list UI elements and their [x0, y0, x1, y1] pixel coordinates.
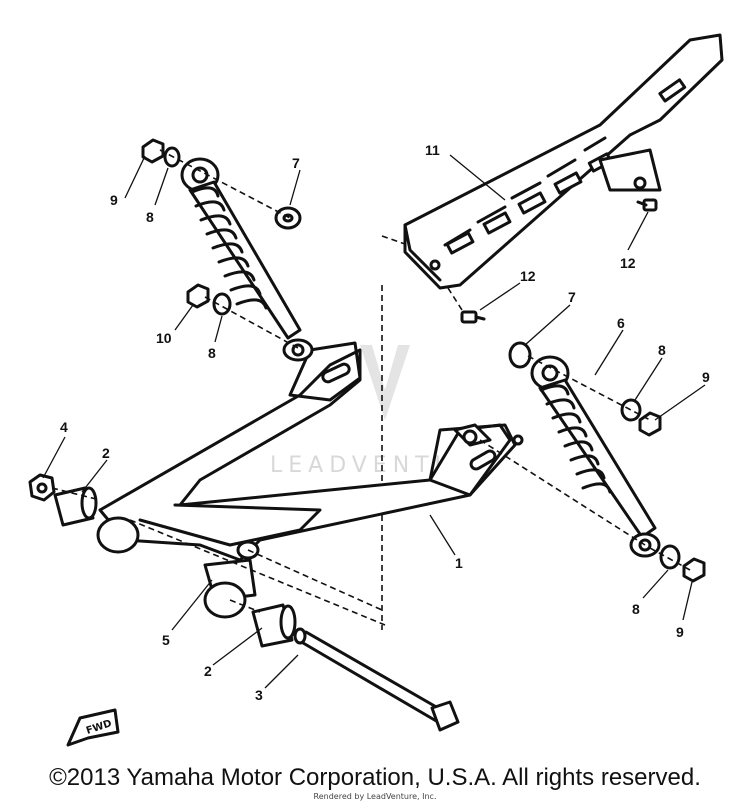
fwd-arrow-icon: FWD: [66, 708, 120, 747]
callout-3: 3: [255, 687, 263, 703]
chain-case: [403, 33, 724, 290]
callout-11: 11: [425, 142, 440, 158]
shock-left: [180, 157, 314, 362]
nut-9-right: [638, 411, 662, 437]
washer-7-top-left: [274, 206, 302, 230]
callout-6: 6: [617, 315, 625, 331]
nut-4: [28, 473, 56, 502]
bolt-12-top: [636, 198, 658, 212]
callout-9-right: 9: [702, 369, 710, 385]
guide-line-top: [381, 235, 406, 245]
nut-9-top-left: [141, 138, 165, 164]
callout-9-top-left: 9: [110, 192, 118, 208]
callout-12-top: 12: [620, 255, 636, 271]
callout-1: 1: [455, 555, 463, 571]
washer-8-bottom-right: [659, 544, 681, 570]
copyright-notice: ©2013 Yamaha Motor Corporation, U.S.A. A…: [49, 764, 701, 791]
callout-4: 4: [60, 419, 68, 435]
pivot-shaft: [293, 627, 460, 732]
callout-7-left: 7: [292, 155, 300, 171]
callout-7-right: 7: [568, 289, 576, 305]
callout-8-mid-left: 8: [208, 345, 216, 361]
callout-12-bottom: 12: [520, 268, 536, 284]
bushing-2-left: [53, 486, 98, 527]
shock-right: [530, 355, 661, 558]
swing-arm: [96, 341, 524, 619]
callout-2-bottom: 2: [204, 663, 212, 679]
callout-8-right: 8: [658, 342, 666, 358]
washer-7-right: [508, 341, 532, 369]
leaders: [42, 154, 706, 689]
assembly-lines: [51, 149, 691, 626]
callout-8-bottom-right: 8: [632, 601, 640, 617]
callout-10: 10: [156, 330, 172, 346]
nut-9-bottom-right: [682, 557, 706, 583]
callout-8-top-left: 8: [146, 209, 154, 225]
bushing-2-bottom: [251, 603, 297, 648]
washer-8-right: [620, 398, 642, 422]
callout-2-left: 2: [102, 445, 110, 461]
nut-10: [186, 283, 210, 309]
callout-5: 5: [162, 632, 170, 648]
callout-labels: 1 2 2 3 4 5 6 7 7 8 8 8 8 9 9 9 10 11 12…: [60, 142, 710, 703]
callout-9-bottom-right: 9: [676, 624, 684, 640]
bolt-12-bottom: [447, 287, 486, 324]
rendered-by-note: Rendered by LeadVenture, Inc.: [313, 792, 437, 801]
